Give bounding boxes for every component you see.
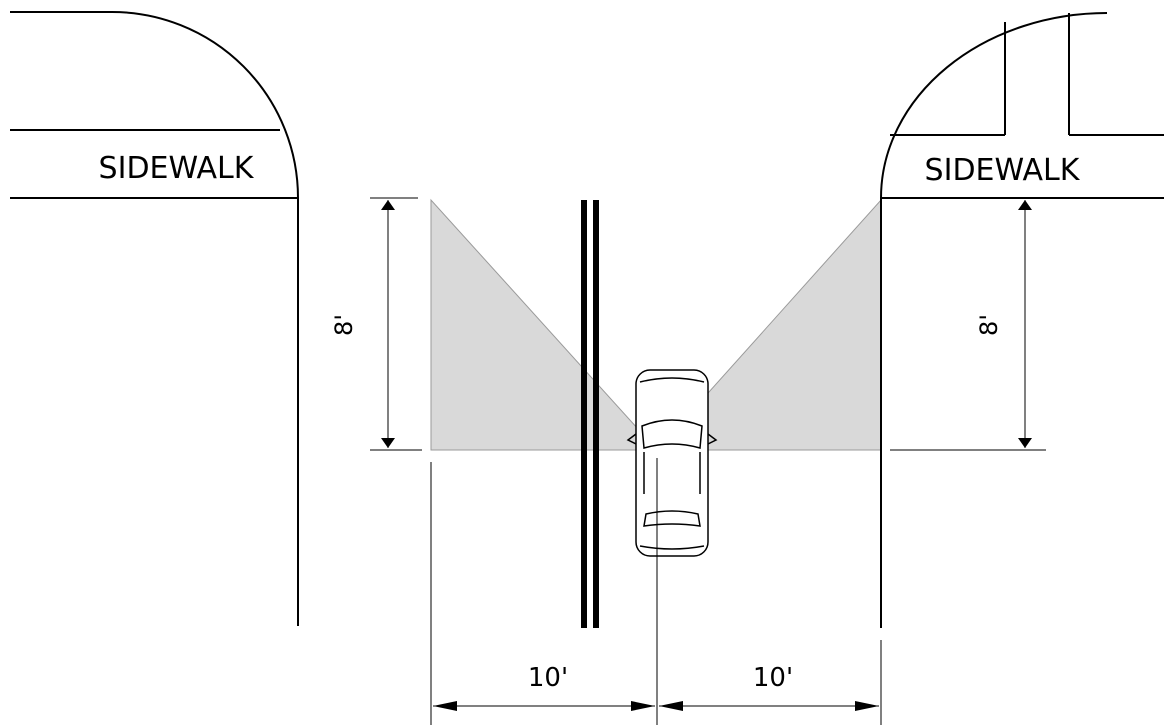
dim-left-height-label: 8' [330,314,358,336]
dimension-right-height [890,200,1046,451]
dim-bottom-left-label: 10' [528,663,568,693]
center-line-b [593,200,599,628]
car-icon [626,369,718,557]
dim-bottom-right-label: 10' [753,663,793,693]
right-corner [880,12,1164,628]
left-corner [10,11,299,626]
dimension-left-height [370,197,422,451]
sight-triangle-left [430,198,659,451]
sidewalk-left-label: SIDEWALK [99,151,255,186]
dim-right-height-label: 8' [975,314,1003,336]
center-line-a [581,200,587,628]
sidewalk-right-label: SIDEWALK [925,153,1081,188]
